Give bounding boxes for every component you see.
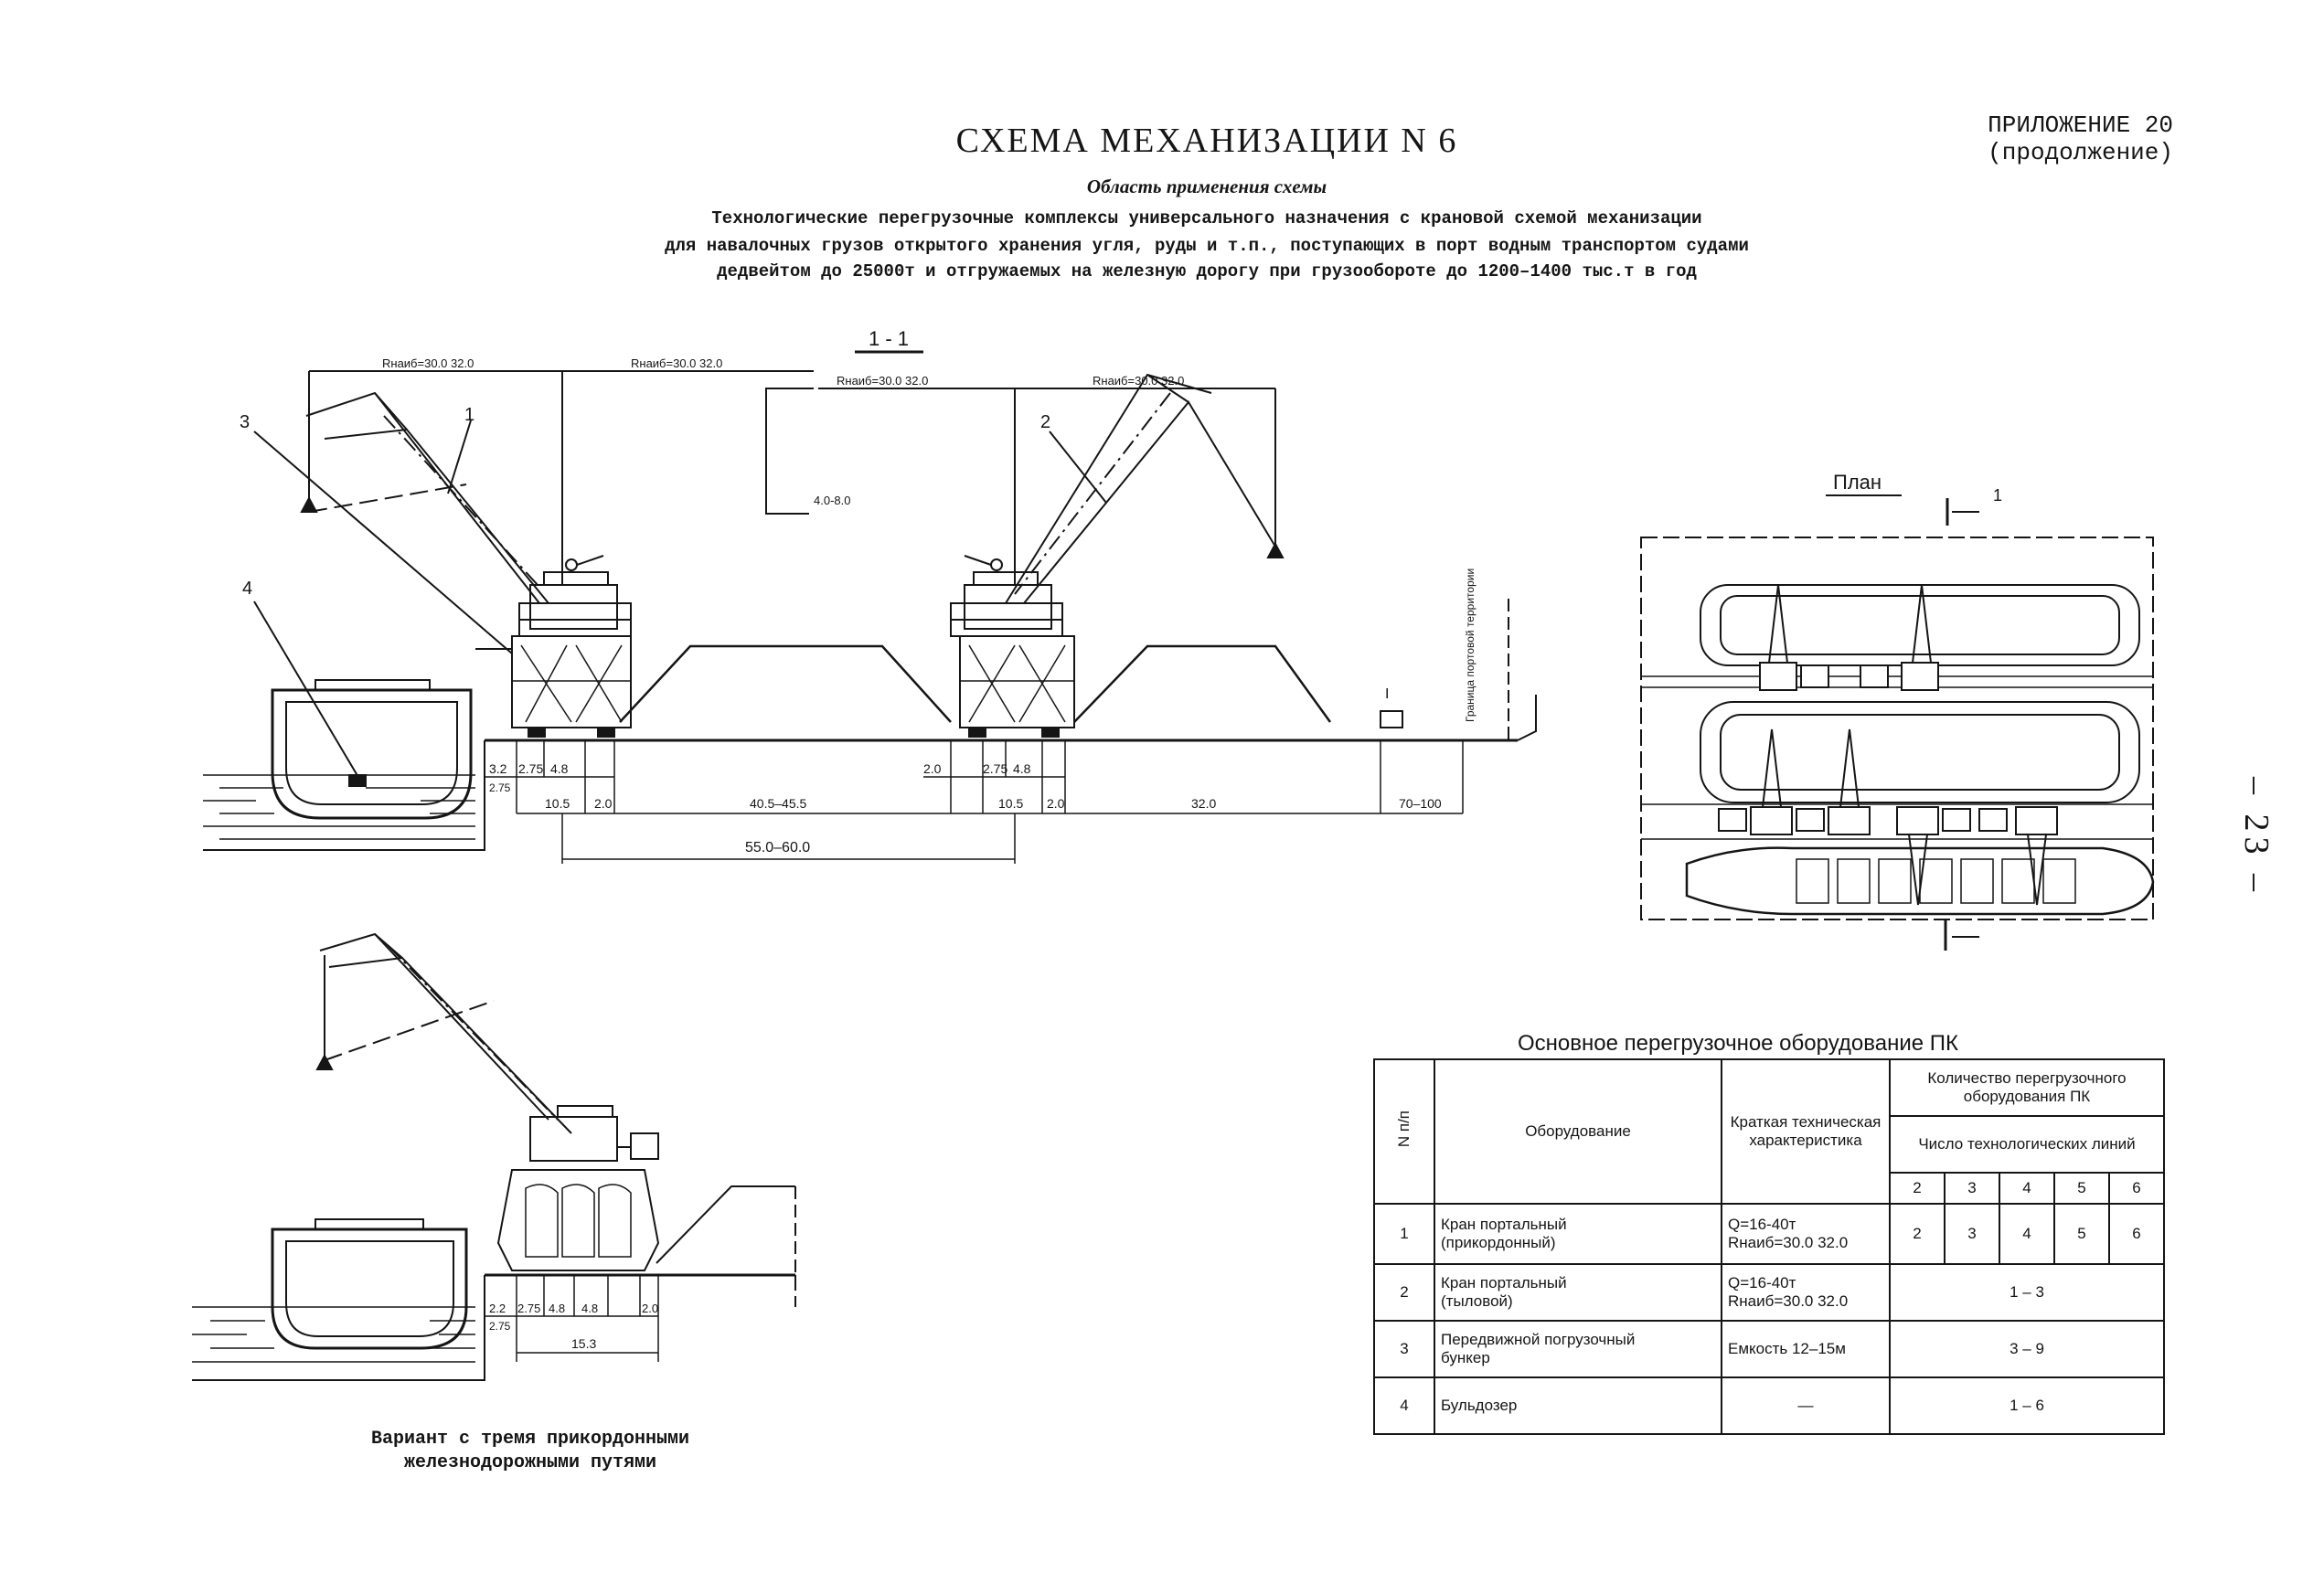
header-equipment: Оборудование: [1434, 1058, 1722, 1205]
callout-2: 2: [1040, 412, 1050, 432]
line-number: 6: [2107, 1172, 2166, 1205]
radius-label: Rнаиб=30.0 32.0: [837, 374, 928, 388]
ship-hull: [271, 679, 473, 820]
radius-label: Rнаиб=30.0 32.0: [382, 356, 474, 370]
dimension: 4.8: [581, 1302, 598, 1315]
variant-section: 2.2 2.75 4.8 4.8 2.0 2.75 15.3: [192, 932, 796, 1381]
row-count-range: 3 – 9: [1889, 1320, 2165, 1378]
line-number: 4: [1998, 1172, 2055, 1205]
dimension: 2.0: [594, 796, 613, 811]
row-num: 2: [1373, 1263, 1435, 1322]
row-count: 3: [1943, 1203, 2000, 1265]
description-line: дедвейтом до 25000т и отгружаемых на жел…: [717, 261, 1697, 282]
dimension: 70–100: [1399, 796, 1442, 811]
appendix-continued: (продолжение): [1988, 139, 2173, 166]
row-spec: —: [1721, 1376, 1891, 1435]
equipment-table: N п/п Оборудование Краткая техническая х…: [1373, 1058, 2166, 1435]
variant-caption-line: железнодорожными путями: [403, 1452, 657, 1473]
dimension: 2.75: [518, 761, 543, 776]
dimension: 10.5: [998, 796, 1023, 811]
dimension: 32.0: [1191, 796, 1216, 811]
dimension: 15.3: [571, 1336, 596, 1351]
header-lines: Число технологических линий: [1889, 1115, 2165, 1174]
row-count: 6: [2107, 1203, 2166, 1265]
section-label: 1 - 1: [869, 327, 909, 350]
line-number: 2: [1889, 1172, 1946, 1205]
table-row: 1 Кран портальный(прикордонный) Q=16-40т…: [1373, 1203, 2166, 1265]
variant-caption: Вариант с тремя прикордонными железнодор…: [311, 1428, 750, 1475]
appendix-number: ПРИЛОЖЕНИЕ 20: [1988, 112, 2173, 139]
dimension: 40.5–45.5: [750, 796, 806, 811]
description-line: для навалочных грузов открытого хранения…: [665, 236, 1749, 256]
row-count: 2: [1889, 1203, 1946, 1265]
dimension: 2.75: [517, 1302, 540, 1315]
callout-1: 1: [464, 405, 474, 425]
portal-crane-rear: [950, 373, 1285, 738]
row-count-range: 1 – 6: [1889, 1376, 2165, 1435]
dimension: 2.0: [1047, 796, 1065, 811]
variant-caption-line: Вариант с тремя прикордонными: [370, 1429, 690, 1450]
radius-label: Rнаиб=30.0 32.0: [631, 356, 722, 370]
row-num: 3: [1373, 1320, 1435, 1378]
dimension: 2.75: [489, 781, 511, 794]
table-row: 4 Бульдозер — 1 – 6: [1373, 1376, 2165, 1435]
dimension: 4.8: [1013, 761, 1031, 776]
water-hatching: [203, 774, 475, 840]
line-number: 5: [2052, 1172, 2110, 1205]
page-number: – 23 –: [2237, 777, 2276, 897]
marker-label: I: [1385, 686, 1389, 702]
row-count: 5: [2052, 1203, 2110, 1265]
row-count-range: 1 – 3: [1889, 1263, 2165, 1322]
plan-view: План 1: [1640, 471, 2155, 951]
dimension: 2.2: [489, 1302, 506, 1315]
dimension: 3.2: [489, 761, 507, 776]
header-spec: Краткая техническая характеристика: [1721, 1058, 1891, 1205]
header-num: N п/п: [1373, 1058, 1435, 1205]
portal-crane-front: [300, 391, 632, 738]
area-title: Область применения схемы: [1086, 175, 1327, 197]
dimension: 4.8: [549, 1302, 565, 1315]
callout-4: 4: [242, 579, 252, 599]
row-spec: Емкость 12–15м: [1721, 1320, 1891, 1378]
appendix-label: ПРИЛОЖЕНИЕ 20 (продолжение): [1988, 112, 2173, 166]
equipment-table-title: Основное перегрузочное оборудование ПК: [1518, 1031, 1958, 1056]
dimension-total: 55.0–60.0: [745, 840, 810, 856]
dimension: 2.0: [642, 1302, 658, 1315]
row-equipment: Кран портальный(прикордонный): [1434, 1203, 1722, 1265]
line-number: 3: [1943, 1172, 2000, 1205]
dimension: 10.5: [545, 796, 570, 811]
dimension: 2.75: [983, 761, 1007, 776]
stockpile: [619, 644, 952, 723]
plan-section-mark: 1: [1993, 486, 2002, 505]
row-count: 4: [1998, 1203, 2055, 1265]
header-count: Количество перегрузочного оборудования П…: [1889, 1058, 2165, 1117]
row-equipment: Кран портальный(тыловой): [1434, 1263, 1722, 1322]
dimension: 4.8: [550, 761, 569, 776]
description-line: Технологические перегрузочные комплексы …: [711, 208, 1702, 229]
page-title: СХЕМА МЕХАНИЗАЦИИ N 6: [955, 122, 1458, 160]
height-label: 4.0-8.0: [814, 494, 850, 507]
dimension: 2.75: [489, 1320, 511, 1333]
callout-3: 3: [240, 412, 250, 432]
row-num: 4: [1373, 1376, 1435, 1435]
boundary-label: Граница портовой территории: [1464, 569, 1476, 722]
row-num: 1: [1373, 1203, 1435, 1265]
stockpile: [1073, 644, 1332, 723]
dimension: 2.0: [923, 761, 942, 776]
row-equipment: Бульдозер: [1434, 1376, 1722, 1435]
section-1-1: 1 - 1 Rнаиб=30.0 32.0 Rнаиб=30.0 32.0 Rн…: [203, 327, 1537, 864]
plan-label: План: [1833, 471, 1882, 494]
